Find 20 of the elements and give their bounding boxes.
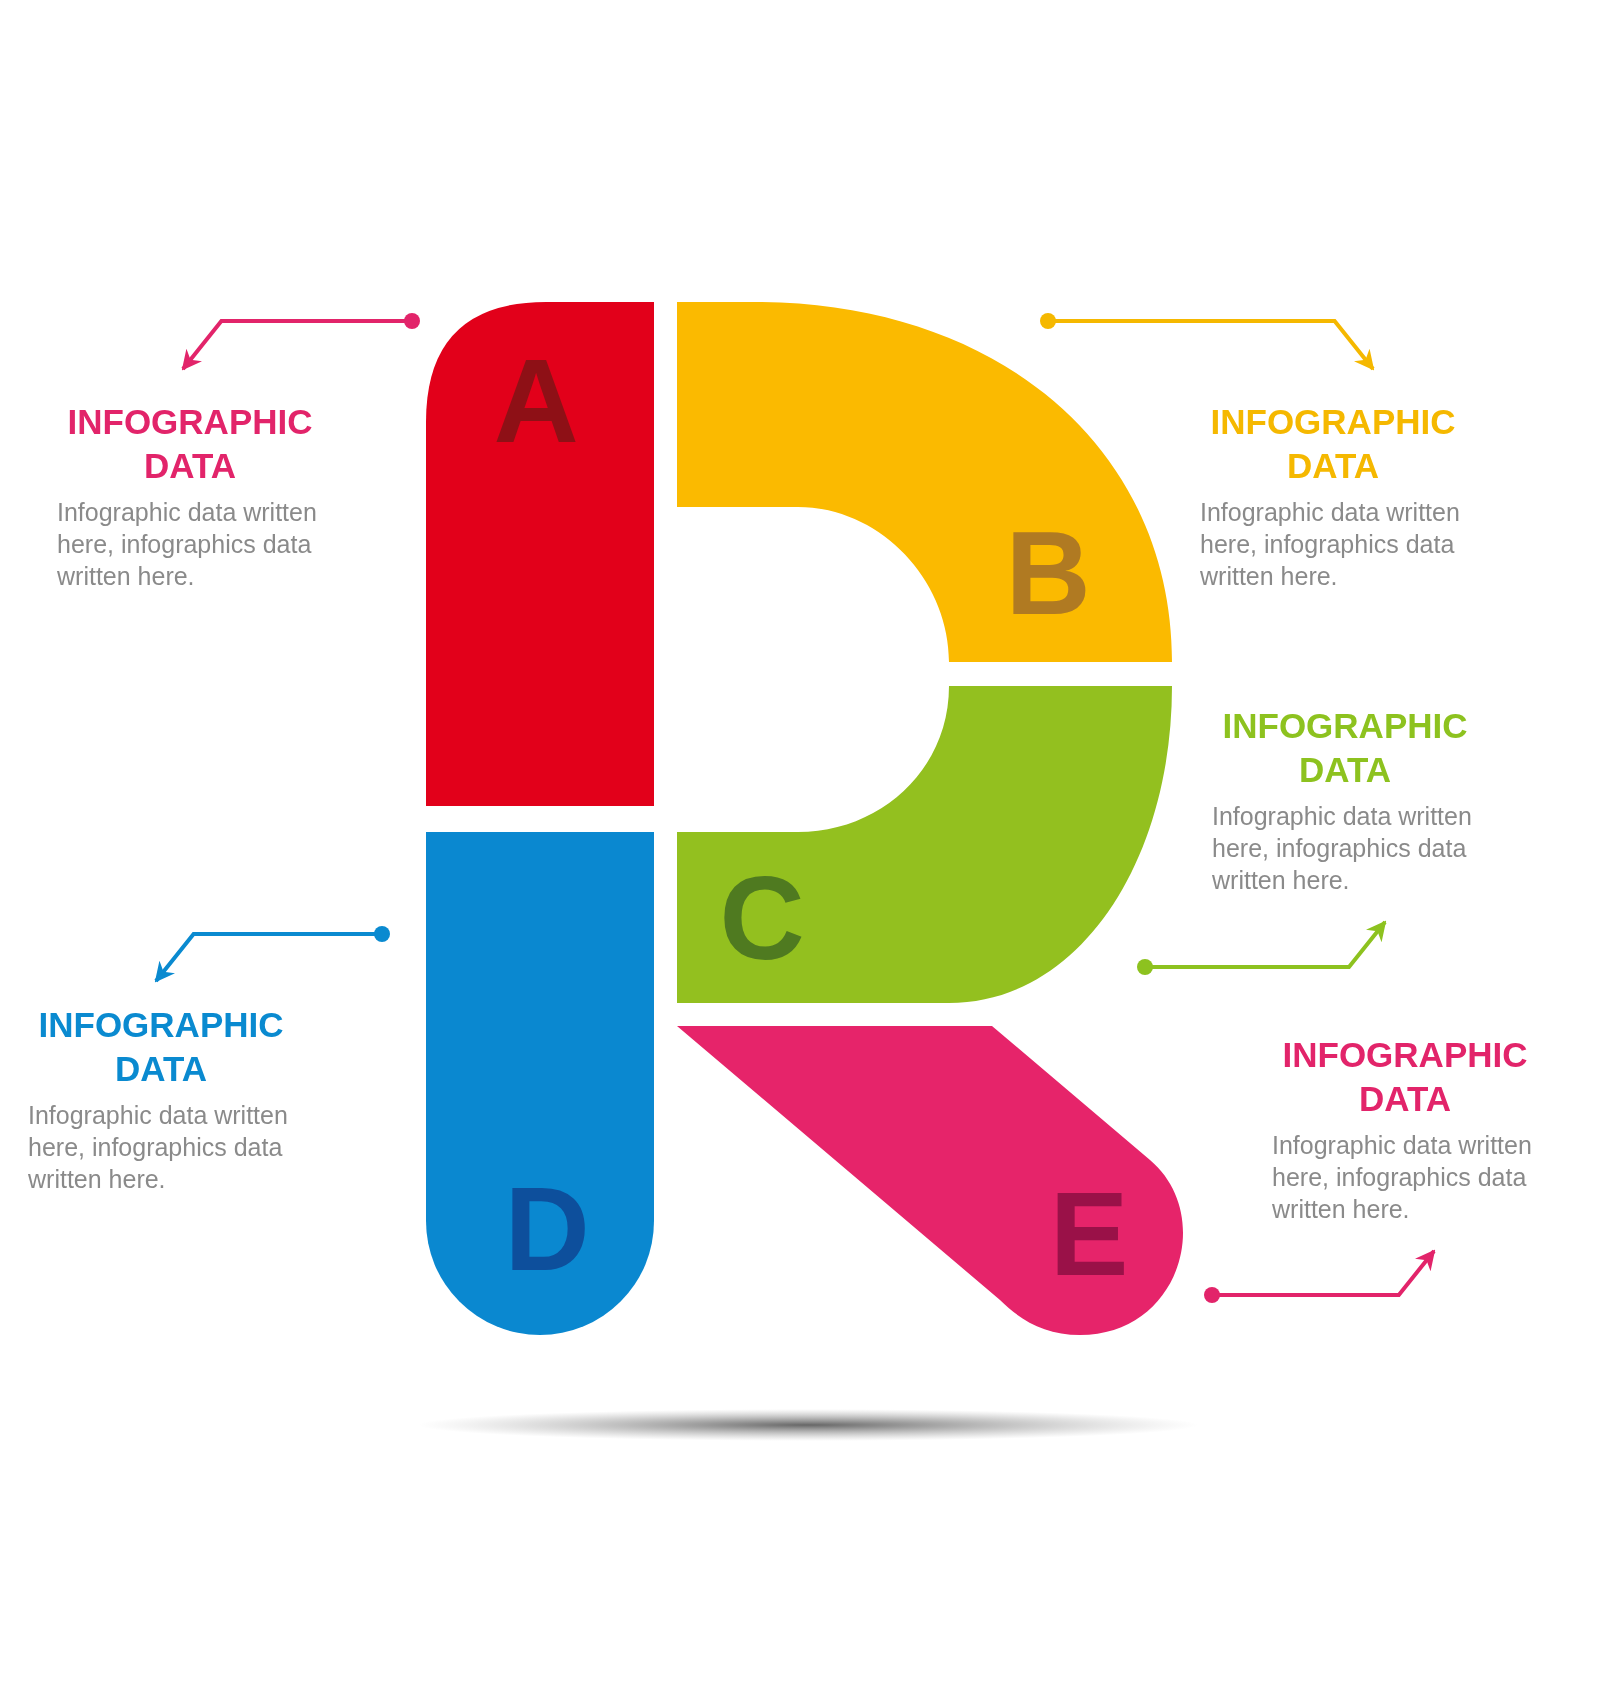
- arrow: [1204, 1249, 1436, 1303]
- infographic-heading: INFOGRAPHIC DATA: [37, 1004, 285, 1090]
- description-text: Infographic data written here, infographics data written here.: [1200, 497, 1461, 592]
- segment-letter: D: [504, 1170, 590, 1288]
- description-text: Infographic data written here, infographics data written here.: [1272, 1130, 1533, 1225]
- segment-letter: B: [1005, 514, 1091, 632]
- infographic-heading: INFOGRAPHIC DATA: [1281, 1034, 1529, 1120]
- description-text: Infographic data written here, infographics data written here.: [1212, 801, 1473, 896]
- arrow: [1040, 313, 1375, 371]
- arrow: [154, 926, 390, 983]
- segment-letter: C: [719, 859, 805, 977]
- infographic-heading: INFOGRAPHIC DATA: [1221, 705, 1469, 791]
- infographic-heading: INFOGRAPHIC DATA: [1209, 401, 1457, 487]
- arrow: [1137, 920, 1387, 975]
- infographic-heading: INFOGRAPHIC DATA: [66, 401, 314, 487]
- description-text: Infographic data written here, infographics data written here.: [28, 1100, 289, 1195]
- segment-letter: A: [493, 342, 579, 460]
- arrow: [181, 313, 420, 371]
- description-text: Infographic data written here, infographics data written here.: [57, 497, 318, 592]
- segment-letter: E: [1049, 1175, 1129, 1293]
